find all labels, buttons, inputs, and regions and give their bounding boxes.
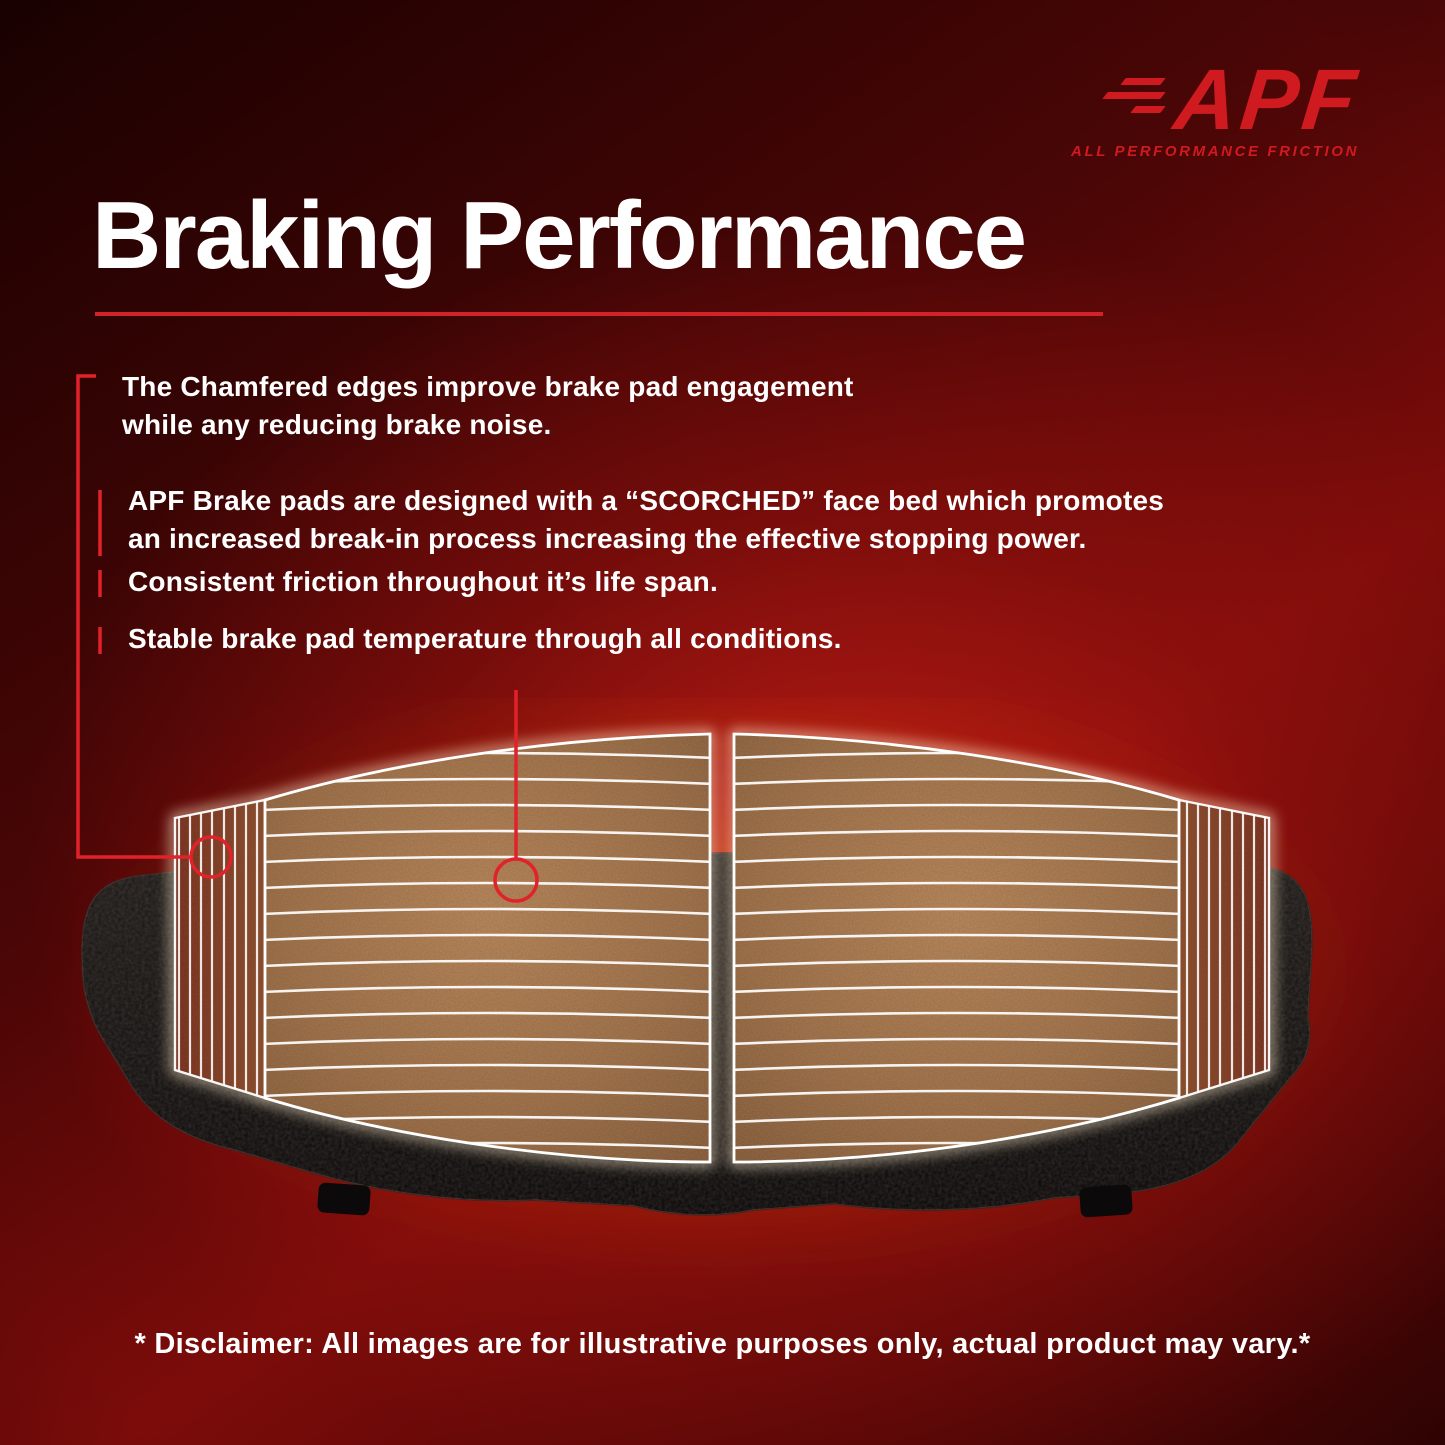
- bullet-chamfered-edges: The Chamfered edges improve brake pad en…: [122, 371, 854, 440]
- title-underline: [95, 312, 1103, 316]
- left-chamfer-zone: [173, 798, 267, 1100]
- brake-pads-illustration: [72, 698, 1372, 1278]
- bullet-consistent-friction: Consistent friction throughout it’s life…: [128, 566, 718, 597]
- logo-mark: APF: [1071, 52, 1364, 148]
- bullet-scorched-face-bed: APF Brake pads are designed with a “SCOR…: [128, 485, 1165, 554]
- logo-tagline: ALL PERFORMANCE FRICTION: [1071, 143, 1359, 161]
- apf-logo: APF ALL PERFORMANCE FRICTION: [1071, 52, 1364, 161]
- disclaimer-text: * Disclaimer: All images are for illustr…: [134, 1328, 1311, 1360]
- right-brake-pad: [732, 732, 1181, 1164]
- right-chamfer-zone: [1177, 798, 1271, 1100]
- plate-tab-right: [1079, 1184, 1133, 1218]
- page-title: Braking Performance: [92, 182, 1027, 289]
- logo-speed-lines-icon: [1102, 78, 1166, 114]
- left-brake-pad: [263, 732, 712, 1164]
- bullet-stable-temperature: Stable brake pad temperature through all…: [128, 623, 842, 654]
- plate-tab-left: [317, 1182, 371, 1216]
- logo-text: APF: [1170, 52, 1365, 148]
